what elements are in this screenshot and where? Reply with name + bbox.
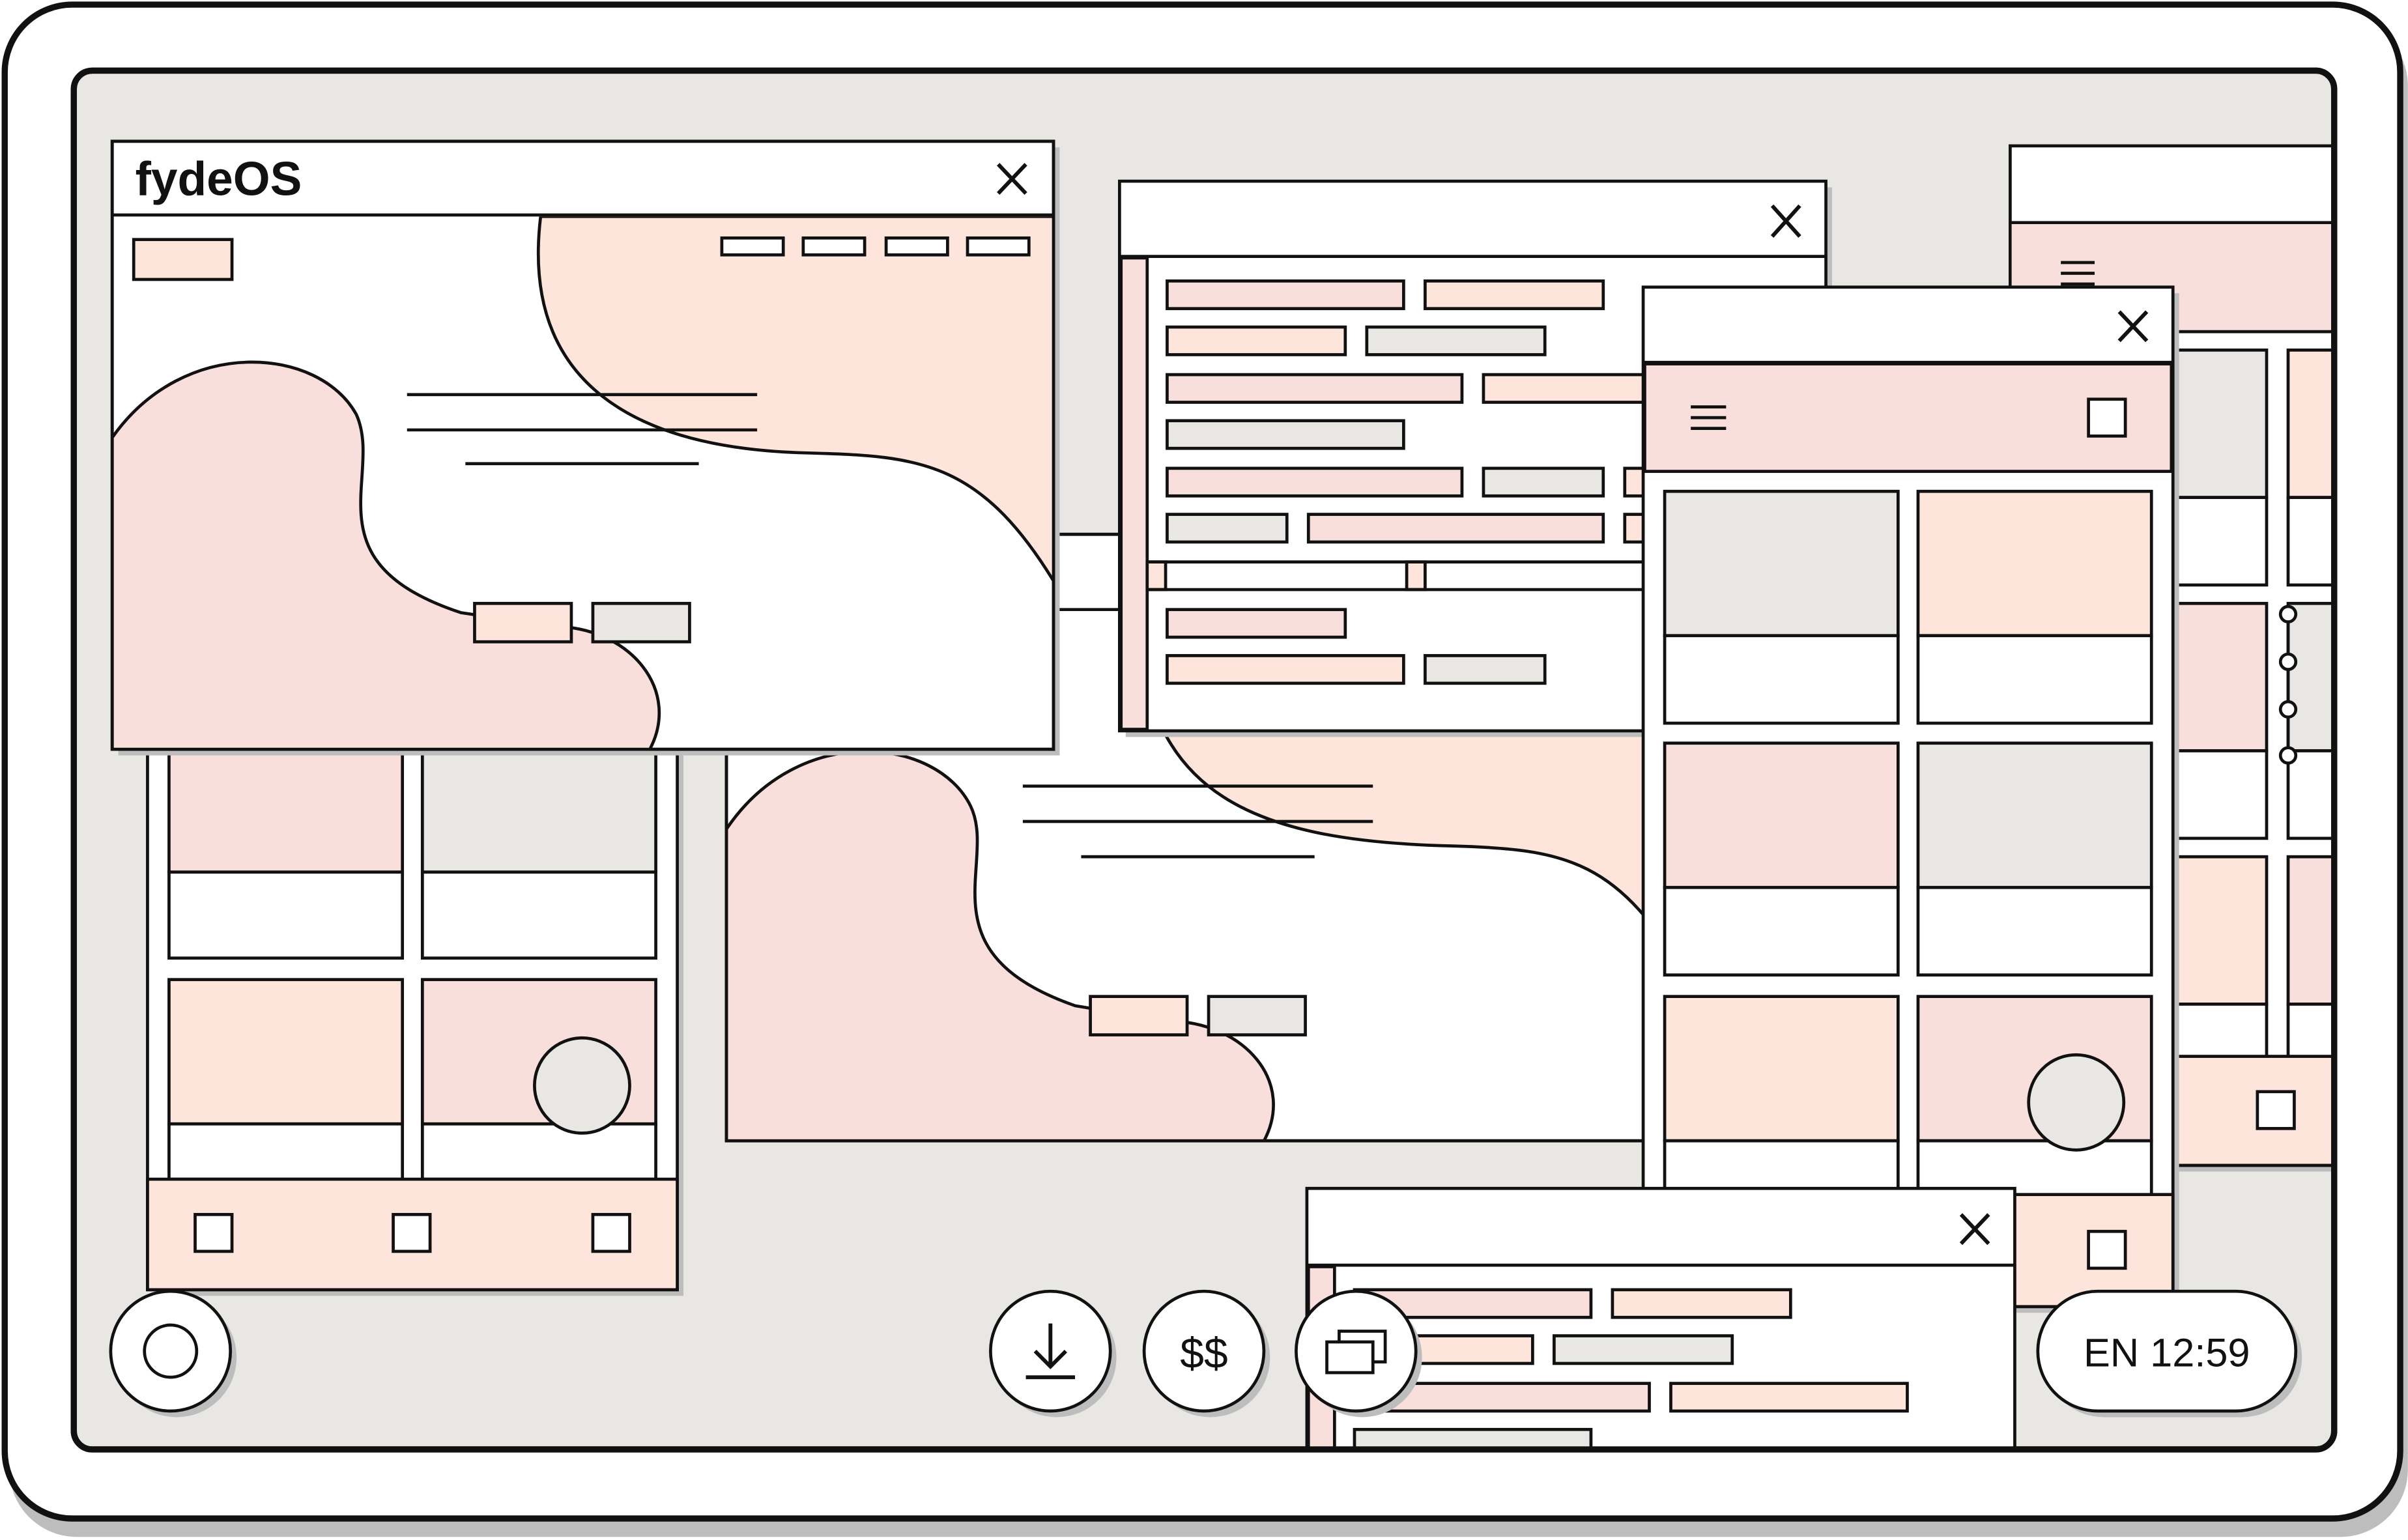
scrollbar-dots[interactable]: [2278, 605, 2298, 765]
launcher-circle-icon: [143, 1323, 199, 1379]
money-app-label: $$: [1180, 1329, 1227, 1377]
hero-text-lines: [407, 393, 758, 466]
download-icon: [1025, 1323, 1076, 1380]
square-icon[interactable]: [2256, 1090, 2296, 1130]
close-icon[interactable]: [1959, 1213, 1990, 1246]
square-icon[interactable]: [2087, 1229, 2127, 1270]
close-icon[interactable]: [1770, 204, 1801, 238]
right-window-grid: [2173, 349, 2334, 1068]
language-and-clock: EN 12:59: [2084, 1331, 2250, 1375]
secondary-button[interactable]: [591, 601, 691, 644]
floating-action-button[interactable]: [2027, 1053, 2126, 1152]
background-button-one[interactable]: [1089, 995, 1189, 1036]
close-icon[interactable]: [2117, 310, 2149, 343]
launcher-button[interactable]: [109, 1289, 237, 1418]
window-switcher-button[interactable]: [1295, 1289, 1422, 1418]
background-button-two[interactable]: [1207, 995, 1307, 1036]
download-app-button[interactable]: [989, 1289, 1117, 1418]
hamburger-menu-icon[interactable]: [2061, 261, 2095, 286]
money-app-button[interactable]: $$: [1142, 1289, 1270, 1418]
card-grid: [1663, 489, 2153, 1204]
square-icon[interactable]: [2087, 397, 2127, 438]
window-title: fydeOS: [136, 152, 302, 205]
square-icon[interactable]: [194, 1212, 234, 1253]
main-window[interactable]: fydeOS: [110, 139, 1060, 756]
square-icon[interactable]: [392, 1212, 432, 1253]
logo-placeholder: [132, 238, 234, 281]
floating-action-button[interactable]: [533, 1036, 631, 1135]
close-icon[interactable]: [997, 163, 1027, 195]
status-area[interactable]: EN 12:59: [2036, 1289, 2302, 1418]
primary-button[interactable]: [473, 601, 573, 644]
right-phone-window[interactable]: [1641, 285, 2179, 1313]
overlapping-windows-icon: [1325, 1330, 1387, 1375]
hamburger-menu-icon[interactable]: [1691, 405, 1727, 430]
square-icon[interactable]: [591, 1212, 631, 1253]
nav-links[interactable]: [720, 236, 1031, 257]
